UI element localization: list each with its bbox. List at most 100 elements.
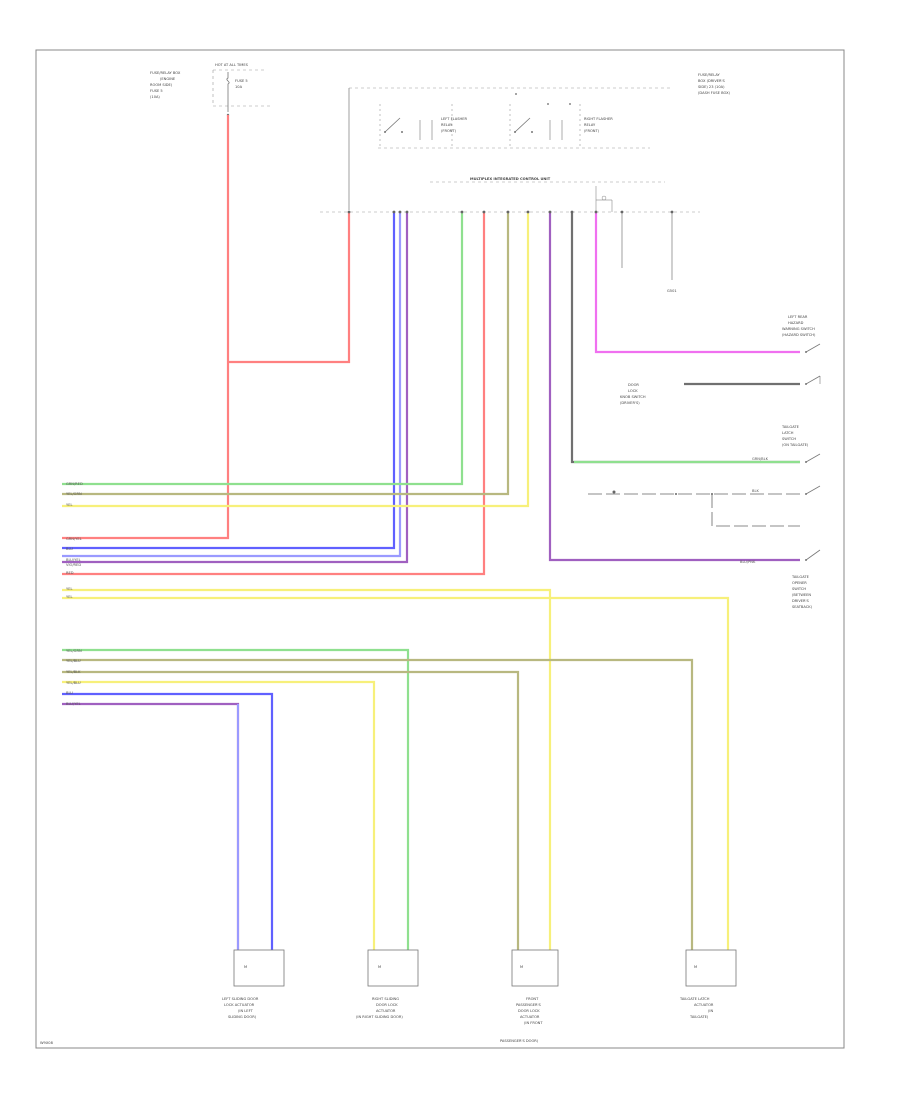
wire-red-fuse-feed (62, 115, 230, 540)
right-relay-switch: RIGHT FLASHER RELAY (FRONT) (514, 117, 613, 140)
wire-green-1 (62, 212, 464, 486)
left-label-g3-2: YEL/BLK (66, 670, 81, 674)
opener-line-4: (BETWEEN (792, 593, 811, 597)
actuator-front-passenger: M FRONT PASSENGER'S DOOR LOCK ACTUATOR (… (500, 949, 559, 1043)
actuator-right-sliding: M RIGHT SLIDING DOOR LOCK ACTUATOR (IN R… (356, 949, 419, 1019)
door-line-2: LOCK (628, 389, 638, 393)
right-relay-line-3: (FRONT) (584, 129, 600, 133)
opener-line-5: DRIVER'S (792, 599, 810, 603)
footer-code: W9X08 (40, 1041, 54, 1045)
cu-note-line-2: BOX (DRIVER'S (698, 79, 726, 83)
actuator-1-line-3: (IN RIGHT SLIDING DOOR) (356, 1015, 403, 1019)
actuator-2-line-1: PASSENGER'S (516, 1003, 541, 1007)
hazard-switch: LEFT REAR HAZARD WARNING SWITCH (HAZARD … (782, 315, 821, 353)
wire-pink (594, 212, 800, 354)
actuator-tailgate-latch: M TAILGATE LATCH ACTUATOR (IN TAILGATE) (679, 949, 737, 1019)
control-unit-title: MULTIPLEX INTEGRATED CONTROL UNIT (470, 177, 551, 181)
tailgate-line-2: LATCH (782, 431, 794, 435)
door-lock-switch: DOOR LOCK KNOB SWITCH (DRIVER'S) (620, 375, 821, 405)
fuse-block-line-4: FUSE 5 (150, 89, 163, 93)
connector-terminal (594, 210, 598, 214)
cu-note-line-1: FUSE/RELAY (698, 73, 720, 77)
left-relay-switch: LEFT FLASHER RELAY (FRONT) (384, 117, 467, 140)
actuator-1-line-2: ACTUATOR (376, 1009, 396, 1013)
left-label-g3-5: BLU/YEL (66, 702, 81, 706)
tailgate-opener-switch: BLU/PNK TAILGATE OPENER SWITCH (BETWEEN … (740, 549, 821, 609)
left-relay-line-3: (FRONT) (441, 129, 457, 133)
bottom-wire-label: BLU/PNK (740, 560, 756, 564)
actuator-0-line-0: LEFT SLIDING DOOR (222, 997, 259, 1001)
svg-text:M: M (520, 965, 523, 969)
actuator-0-line-2: (IN LEFT (238, 1009, 254, 1013)
fuse-block-line-5: (10A) (150, 95, 160, 99)
wire-grey-2 (570, 212, 800, 464)
cu-note-line-4: (DASH FUSE BOX) (698, 91, 731, 95)
left-label-g3-1: YEL/BLU (66, 659, 81, 663)
door-line-3: KNOB SWITCH (620, 395, 646, 399)
left-label-g3-3: YEL/BLU (66, 681, 81, 685)
connector-terminal (460, 210, 464, 214)
actuator-2-line-2: DOOR LOCK (518, 1009, 540, 1013)
connector-terminal (570, 210, 574, 214)
svg-text:M: M (694, 965, 697, 969)
tailgate-wire-2: BLK (752, 489, 759, 493)
connector-terminal (506, 210, 510, 214)
left-relay-line-2: RELAY (441, 123, 453, 127)
connector-terminal (620, 210, 624, 214)
actuator-left-sliding: M LEFT SLIDING DOOR LOCK ACTUATOR (IN LE… (222, 949, 285, 1019)
control-unit: FUSE/RELAY BOX (DRIVER'S SIDE) 23 (10A) … (320, 73, 731, 293)
actuator-0-line-1: LOCK ACTUATOR (224, 1003, 255, 1007)
right-side-components: LEFT REAR HAZARD WARNING SWITCH (HAZARD … (588, 315, 821, 609)
left-label-g2-6: YEL (66, 595, 72, 599)
actuator-2-line-0: FRONT (526, 997, 539, 1001)
wire-green-3 (62, 648, 410, 950)
svg-text:M: M (244, 965, 247, 969)
actuator-0-line-3: SLIDING DOOR) (228, 1015, 257, 1019)
wire-yellow-1 (62, 212, 530, 508)
fuse-block-title: HOT AT ALL TIMES (215, 63, 249, 67)
left-label-g1-1: YEL/GRN (66, 492, 82, 496)
actuator-3-line-3: TAILGATE) (689, 1015, 709, 1019)
connector-terminal (347, 210, 351, 214)
ground-label: G501 (667, 289, 677, 293)
fuse-label: FUSE 5 (235, 79, 248, 83)
tailgate-line-1: TAILGATE (781, 425, 800, 429)
wire-yellow-3 (62, 596, 730, 950)
wire-violet-3 (62, 702, 240, 950)
wire-red-unit-feed (228, 212, 351, 364)
opener-line-6: SEATBACK) (792, 605, 813, 609)
connector-terminal (482, 210, 486, 214)
connector-terminal (548, 210, 552, 214)
door-line-1: DOOR (628, 383, 639, 387)
actuator-1-line-0: RIGHT SLIDING (372, 997, 399, 1001)
fuse-block-line-1: FUSE/RELAY BOX (150, 71, 181, 75)
left-label-g3-4: BLU (66, 691, 73, 695)
actuator-2-line-3: ACTUATOR (520, 1015, 540, 1019)
tailgate-line-3: SWITCH (782, 437, 796, 441)
wire-blue-1 (62, 212, 396, 550)
connector-terminal (392, 210, 396, 214)
wire-violet-2 (548, 212, 800, 562)
wire-blue-3 (62, 692, 274, 950)
connector-terminal (670, 210, 674, 214)
wire-violet-red (62, 212, 409, 564)
actuator-3-line-2: (IN (708, 1009, 713, 1013)
tailgate-line-4: (ON TAILGATE) (782, 443, 809, 447)
left-label-g2-1: BLU (66, 547, 73, 551)
tailgate-wire-1: GRN/BLK (752, 457, 769, 461)
left-relay-line-1: LEFT FLASHER (441, 117, 467, 121)
actuator-3-line-1: ACTUATOR (694, 1003, 714, 1007)
left-label-g2-3: VIO/RED (66, 563, 81, 567)
svg-text:M: M (378, 965, 381, 969)
actuators: M LEFT SLIDING DOOR LOCK ACTUATOR (IN LE… (222, 949, 737, 1043)
left-wire-labels: GRN/RED YEL/GRN YEL GRN/YEL BLU BLU/YEL … (66, 482, 83, 706)
wire-grey-thin (62, 212, 510, 496)
wire-harness (62, 115, 800, 950)
wire-yellow-2 (62, 588, 552, 950)
fuse-symbol (226, 72, 230, 112)
opener-line-2: OPENER (792, 581, 807, 585)
left-label-g2-4: RED (66, 571, 74, 575)
tailgate-latch-switch: TAILGATE LATCH SWITCH (ON TAILGATE) GRN/… (588, 425, 821, 527)
left-label-g3-0: YEL/GRN (66, 649, 82, 653)
